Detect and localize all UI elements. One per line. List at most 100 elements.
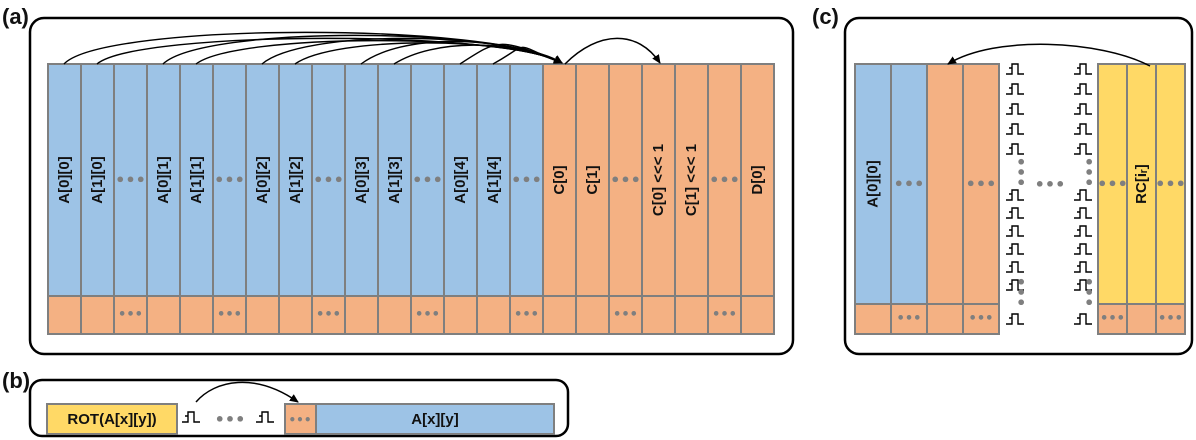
flip-flop-icon: [1074, 261, 1092, 273]
flip-flop-icon: [1074, 243, 1092, 255]
panel-a-column-label: A[0][3]: [353, 156, 370, 204]
ellipsis: •••: [412, 171, 443, 190]
panel-a-column: A[1][4]: [476, 63, 511, 335]
curved-arrow-icon: [195, 381, 299, 403]
footer-ellipsis: •••: [415, 308, 440, 323]
flip-flop-icon: [1006, 207, 1024, 219]
panel-a-column-footer: [80, 295, 115, 335]
panel-a-column-label: C[0]: [551, 165, 568, 194]
panel-a-column: A[0][1]: [146, 63, 181, 335]
flip-flop-icon: [1074, 225, 1092, 237]
flip-flop-icon: [1006, 243, 1024, 255]
panel-a-column-label: A[1][3]: [386, 156, 403, 204]
curved-arrow-icon: [492, 46, 563, 65]
flip-flop-icon: [1006, 225, 1024, 237]
ellipsis: •••: [709, 171, 740, 190]
footer-ellipsis: •••: [897, 312, 922, 327]
panel-a-column: ••• •••: [212, 63, 247, 335]
flip-flop-icon: [1074, 279, 1092, 291]
panel-c-left-column-cell: [926, 63, 964, 305]
panel-a-column-footer: [707, 295, 742, 335]
panel-c-left-column-footer: [962, 303, 1000, 335]
panel-a-column-cell: [608, 63, 643, 297]
panel-c-right-column: RC[iᵣ]: [1126, 63, 1157, 335]
flip-flop-icon: [1074, 103, 1092, 115]
flip-flop-icon: [1074, 143, 1092, 155]
flip-flop-icon: [1074, 313, 1092, 325]
curved-arrow-icon: [393, 44, 563, 65]
panel-b-label: (b): [2, 368, 30, 393]
panel-a-column-footer: [575, 295, 610, 335]
panel-a-column-label: D[0]: [749, 165, 766, 194]
panel-c-right-column-label: RC[iᵣ]: [1133, 164, 1150, 204]
panel-a-column-label: A[1][1]: [188, 156, 205, 204]
panel-a-column-footer: [641, 295, 676, 335]
panel-c-right-column-footer: [1155, 303, 1186, 335]
panel-a-column: C[0]: [542, 63, 577, 335]
panel-c-right-column-footer: [1097, 303, 1128, 335]
footer-ellipsis: •••: [1158, 312, 1183, 327]
panel-a-column: C[0] <<< 1: [641, 63, 676, 335]
flip-flop-icon: [182, 411, 200, 423]
panel-a-column-label: C[0] <<< 1: [650, 144, 667, 216]
lane-box: [315, 403, 555, 435]
middle-dots: •••: [1035, 175, 1066, 194]
ellipsis: •••: [214, 171, 245, 190]
panel-a-column-cell: [707, 63, 742, 297]
panel-a-column: ••••••: [608, 63, 643, 335]
ellipsis: •••: [313, 171, 344, 190]
panel-c: (c) A[0][0]•••••••••••• ••••••RC[iᵣ]••••…: [812, 4, 1194, 356]
panel-c-right-column: ••••••: [1097, 63, 1128, 335]
panel-c-right-column-footer: [1126, 303, 1157, 335]
panel-a-column-footer: [245, 295, 280, 335]
panel-a-column-label: A[0][1]: [155, 156, 172, 204]
panel-a-column: A[0][4]: [443, 63, 478, 335]
panel-a: (a) A[0][0]A[1][0]••••••A[0][1]A[1][1]••…: [2, 4, 795, 356]
panel-a-column-label: C[1]: [584, 165, 601, 194]
curved-arrow-icon: [294, 42, 563, 65]
panel-a-column-cell: [245, 63, 280, 297]
panel-a-column-label: C[1] <<< 1: [683, 144, 700, 216]
panel-a-column-footer: [443, 295, 478, 335]
ellipsis: •••: [115, 171, 146, 190]
ellipsis: •••: [1155, 175, 1186, 194]
panel-c-label: (c): [812, 4, 839, 29]
panel-a-column-footer: [542, 295, 577, 335]
panel-a-column-footer: [278, 295, 313, 335]
panel-a-frame: [28, 16, 795, 356]
panel-a-column-cell: [179, 63, 214, 297]
panel-a-arrows: [63, 31, 661, 65]
panel-a-column-footer: [47, 295, 82, 335]
panel-b-frame: [28, 378, 570, 438]
panel-a-column: A[0][3]: [344, 63, 379, 335]
panel-c-left-column-footer: [926, 303, 964, 335]
panel-a-column-footer: [410, 295, 445, 335]
pipeline-dots: •••: [215, 410, 246, 429]
panel-a-label: (a): [2, 4, 29, 29]
panel-a-column-footer: [212, 295, 247, 335]
footer-ellipsis: •••: [217, 308, 242, 323]
flip-flop-icon: [1006, 63, 1024, 75]
rot-box: [46, 403, 178, 435]
vertical-ellipsis: •••: [1011, 277, 1030, 308]
flip-flop-icon: [1006, 103, 1024, 115]
panel-a-column-cell: [575, 63, 610, 297]
flip-flop-icon: [256, 411, 274, 423]
panel-a-column-cell: [311, 63, 346, 297]
panel-a-column-footer: [113, 295, 148, 335]
panel-a-column-footer: [476, 295, 511, 335]
panel-c-flip-flops: ••••••••••••: [1006, 63, 1098, 325]
panel-a-column: A[0][0]: [47, 63, 82, 335]
panel-a-column: A[0][2]: [245, 63, 280, 335]
panel-c-left-column-footer: [890, 303, 928, 335]
panel-a-column-label: A[0][2]: [254, 156, 271, 204]
flip-flop-icon: [1006, 261, 1024, 273]
panel-c-right-columns: ••••••RC[iᵣ]••••••: [1097, 63, 1186, 335]
footer-ellipsis: •••: [118, 308, 143, 323]
panel-c-left-column: ••••••: [962, 63, 1000, 335]
panel-a-column: A[1][2]: [278, 63, 313, 335]
ellipsis: •••: [511, 171, 542, 190]
panel-a-column: ••• •••: [113, 63, 148, 335]
footer-ellipsis: •••: [514, 308, 539, 323]
